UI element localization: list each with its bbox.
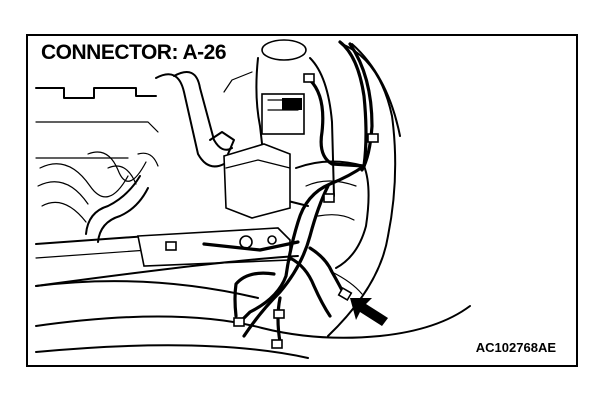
figure-code: AC102768AE (475, 340, 556, 355)
connector-diagram: CONNECTOR: A-26 AC102768AE (26, 34, 578, 367)
bumper-outline (35, 43, 471, 359)
pointer-arrow (350, 298, 388, 326)
headlamp-housing (295, 160, 370, 269)
condenser-fins (37, 151, 159, 223)
fuse-box (209, 131, 291, 219)
relay-block (261, 93, 305, 135)
other-connectors (165, 73, 379, 349)
engine-bay-illustration (35, 39, 471, 359)
radiator-hose (85, 71, 241, 243)
connector-a26 (337, 286, 353, 302)
wiring-harness (202, 40, 374, 344)
connector-title: CONNECTOR: A-26 (38, 40, 230, 66)
reservoir-tank (223, 39, 335, 207)
